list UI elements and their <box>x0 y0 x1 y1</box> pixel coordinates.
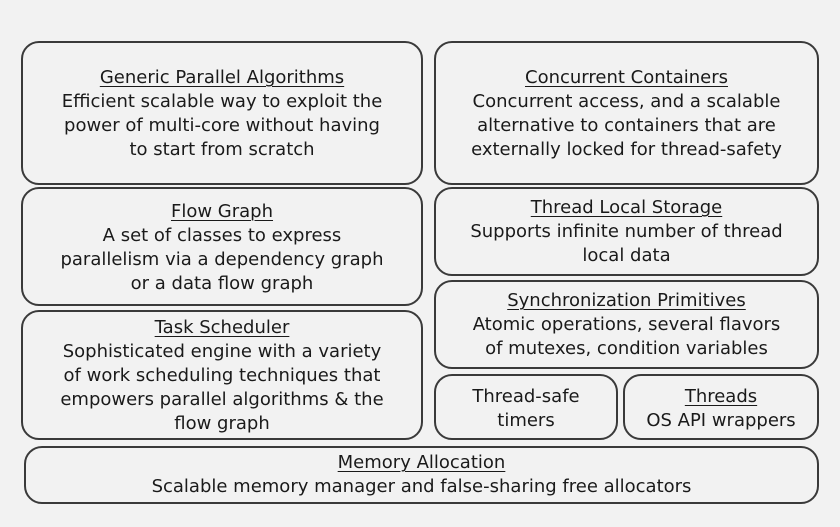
thread-local-storage-title: Thread Local Storage <box>530 197 723 218</box>
task-scheduler-title: Task Scheduler <box>154 317 290 338</box>
task-scheduler-box: Task Scheduler Sophisticated engine with… <box>21 310 423 440</box>
generic-parallel-algorithms-description: Efficient scalable way to exploit the po… <box>61 91 383 160</box>
memory-allocation-title: Memory Allocation <box>337 452 506 473</box>
threads-title: Threads <box>684 386 758 407</box>
synchronization-primitives-title: Synchronization Primitives <box>507 290 746 311</box>
flow-graph-box: Flow Graph A set of classes to express p… <box>21 187 423 306</box>
thread-safe-timers-label: Thread-safe timers <box>472 386 580 431</box>
task-scheduler-description: Sophisticated engine with a variety of w… <box>60 341 384 434</box>
synchronization-primitives-box: Synchronization Primitives Atomic operat… <box>434 280 819 369</box>
flow-graph-title: Flow Graph <box>170 201 274 222</box>
thread-local-storage-box: Thread Local Storage Supports infinite n… <box>434 187 819 276</box>
concurrent-containers-box: Concurrent Containers Concurrent access,… <box>434 41 819 185</box>
generic-parallel-algorithms-box: Generic Parallel Algorithms Efficient sc… <box>21 41 423 185</box>
synchronization-primitives-description: Atomic operations, several flavors of mu… <box>472 314 781 359</box>
concurrent-containers-description: Concurrent access, and a scalable altern… <box>471 91 782 160</box>
thread-local-storage-description: Supports infinite number of thread local… <box>470 221 783 266</box>
memory-allocation-description: Scalable memory manager and false-sharin… <box>151 476 692 497</box>
memory-allocation-box: Memory Allocation Scalable memory manage… <box>24 446 819 504</box>
thread-safe-timers-box: Thread-safe timers <box>434 374 618 440</box>
concurrent-containers-title: Concurrent Containers <box>525 67 728 88</box>
flow-graph-description: A set of classes to express parallelism … <box>60 225 384 294</box>
generic-parallel-algorithms-title: Generic Parallel Algorithms <box>99 67 345 88</box>
threads-description: OS API wrappers <box>646 410 796 431</box>
threads-box: Threads OS API wrappers <box>623 374 819 440</box>
